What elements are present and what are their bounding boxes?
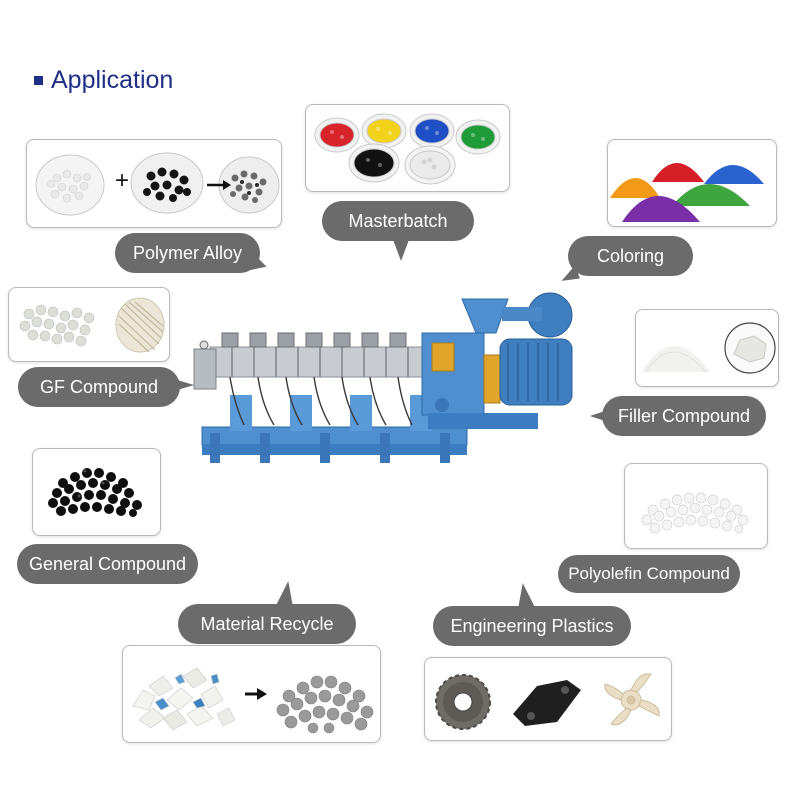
filler-compound-image (642, 322, 776, 374)
arrow-right-icon (223, 180, 231, 190)
masterbatch-image (314, 113, 501, 185)
impeller-icon (604, 673, 660, 726)
masterbatch-label: Masterbatch (322, 201, 474, 261)
material-recycle-card (122, 645, 381, 743)
twin-screw-extruder (190, 285, 585, 475)
material-recycle-image (132, 667, 374, 734)
bracket-icon (513, 680, 581, 726)
gear-icon (435, 674, 491, 730)
pigment-pile-icon (610, 163, 764, 222)
arrow-right-icon (257, 688, 267, 700)
gf-compound-card (8, 287, 170, 362)
plus-symbol: + (115, 167, 130, 194)
polymer-alloy-card: + (26, 139, 282, 228)
material-recycle-label: Material Recycle (178, 579, 356, 644)
polyolefin-compound-card (624, 463, 768, 549)
title-bullet (34, 76, 43, 85)
polyolefin-compound-image (641, 492, 749, 534)
polymer-alloy-label: Polymer Alloy (115, 233, 270, 278)
polymer-alloy-image (35, 152, 280, 216)
general-compound-label: General Compound (17, 544, 198, 584)
general-compound-card (32, 448, 161, 536)
page-title-text: Application (51, 66, 174, 94)
engineering-plastics-image (435, 673, 660, 730)
gf-compound-label: GF Compound (18, 367, 194, 407)
coloring-label: Coloring (558, 236, 693, 285)
polyolefin-compound-label: Polyolefin Compound (558, 555, 740, 593)
gf-compound-image (19, 297, 165, 353)
filler-compound-label: Filler Compound (590, 396, 766, 436)
extruder-machine-icon (193, 292, 573, 463)
coloring-card (607, 139, 777, 227)
engineering-plastics-label: Engineering Plastics (433, 581, 631, 646)
filler-compound-card (635, 309, 779, 387)
masterbatch-card (305, 104, 510, 192)
page-title: Application (34, 66, 173, 95)
engineering-plastics-card (424, 657, 672, 741)
general-compound-image (48, 468, 142, 517)
